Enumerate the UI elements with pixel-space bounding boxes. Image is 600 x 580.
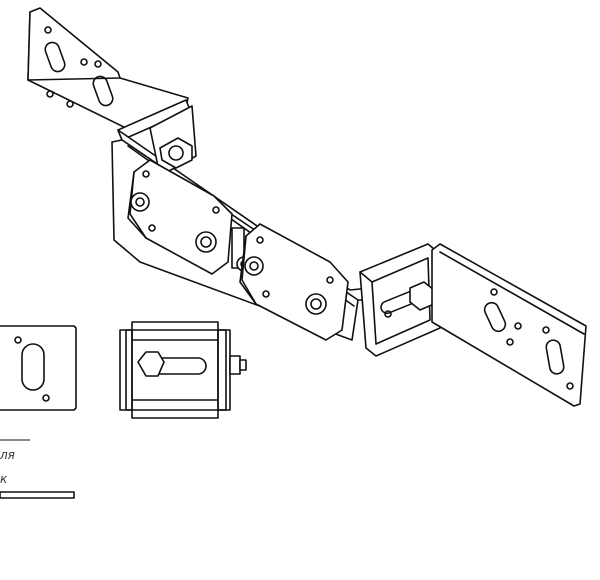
- right-bracket: [359, 243, 441, 357]
- thin-plate-side-view: [0, 491, 75, 499]
- bracket-bolt: [137, 351, 165, 377]
- right-flange: [431, 243, 587, 407]
- right-flange-slot-1: [483, 301, 507, 333]
- left-plate: [127, 159, 233, 275]
- bolt-head-2: [195, 231, 217, 253]
- caption-text-2: к: [0, 472, 8, 486]
- left-flange-slot-2: [92, 75, 114, 107]
- front-view-bracket: [119, 321, 247, 419]
- plate-slot: [21, 343, 45, 391]
- upper-nut-bracket: [149, 105, 197, 177]
- left-flange: [27, 7, 189, 131]
- right-plate: [239, 223, 349, 341]
- right-flange-slot-2: [545, 339, 565, 375]
- bolt-head-1: [130, 192, 150, 212]
- bolt-head-4: [305, 293, 327, 315]
- bolt-head-3: [244, 256, 264, 276]
- front-view-plate: [0, 325, 77, 411]
- left-flange-slot-1: [44, 41, 66, 73]
- caption-text-1: ля: [0, 448, 15, 462]
